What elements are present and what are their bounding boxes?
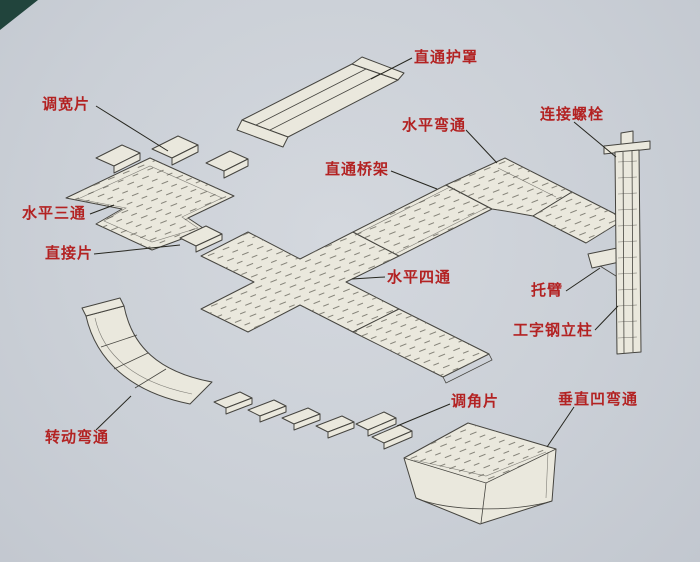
part-rotating-bend [81,297,213,405]
link-side [259,405,287,423]
label-vertical-concave-bend: 垂直凹弯通 [558,391,639,408]
link-side [327,421,355,439]
leader-rotating-bend [95,395,132,431]
part-horizontal-cross [200,231,400,333]
label-horizontal-tee: 水平三通 [22,205,87,222]
label-angle-adjust-piece: 调角片 [451,393,500,410]
label-support-arm: 托臂 [531,282,564,299]
part-i-beam-column [603,130,651,355]
bend-segment-lines [100,334,167,389]
tray-rims [356,186,489,255]
leader-connecting-bolt [573,121,617,158]
tray-hatch [533,192,625,243]
tray-end-cap [442,353,493,384]
label-direct-piece: 直接片 [45,245,94,262]
cover-fold-lines [255,68,381,131]
cover-right-tip [351,56,405,81]
bend-inner-curve [94,317,193,395]
vbend-fold-lines [403,448,557,524]
cover-left-flap [236,119,289,148]
clip-side [113,152,141,174]
column-web-lines [622,150,634,354]
label-horizontal-cross: 水平四通 [387,269,452,286]
link-side [293,413,321,431]
clip-side [383,430,413,450]
label-straight-cover: 直通护罩 [414,49,479,66]
corner-mark [0,0,38,30]
leader-i-beam-column [594,305,619,331]
leader-support-arm [565,267,601,292]
part-width-adjust-clips [95,135,249,179]
leader-direct-piece [93,244,181,255]
vbend-rims [413,451,549,499]
clip-side [367,417,397,437]
clip-side [171,144,199,166]
column-ticks [617,160,638,339]
link-side [225,397,253,415]
cover-top-face [241,63,399,138]
column-top-cap [603,140,651,155]
label-horizontal-bend: 水平弯通 [402,117,467,134]
tee-hatch [66,158,234,250]
cross-hatch [201,232,399,332]
vbend-hatch [404,423,556,483]
tray-hatch [353,185,492,256]
clip-side [195,233,223,253]
part-horizontal-tee [65,157,235,251]
leader-straight-cover [370,57,413,80]
leader-horizontal-tee [89,204,115,215]
leader-horizontal-bend [465,129,498,164]
column-shaft [614,149,642,355]
label-straight-tray: 直通桥架 [325,161,390,178]
bend-rim [497,167,557,198]
part-lower-tray [352,308,493,384]
label-width-adjust-piece: 调宽片 [42,96,91,113]
leader-width-adjust [95,105,169,152]
clip-side [223,158,249,179]
leader-angle-adjust [396,403,451,427]
bend-band [85,305,213,405]
part-link-chain [213,391,355,439]
leader-vertical-concave-bend [546,406,575,448]
part-angle-adjust-pieces [355,411,413,450]
leader-straight-tray [390,170,438,190]
part-vertical-concave-bend [403,422,557,525]
label-connecting-bolt: 连接螺栓 [540,106,605,123]
tee-inner-rim [77,165,223,243]
bend-top-lip [81,297,125,317]
vbend-bottom-curve [415,497,553,510]
part-horizontal-bend [445,157,573,217]
label-rotating-bend: 转动弯通 [45,429,110,446]
tray-hatch [353,309,489,377]
leader-lines [89,57,619,448]
leader-horizontal-cross [351,276,386,280]
part-straight-cover [236,56,405,148]
bend-hatch [446,158,572,216]
label-i-beam-column: 工字钢立柱 [513,322,594,339]
